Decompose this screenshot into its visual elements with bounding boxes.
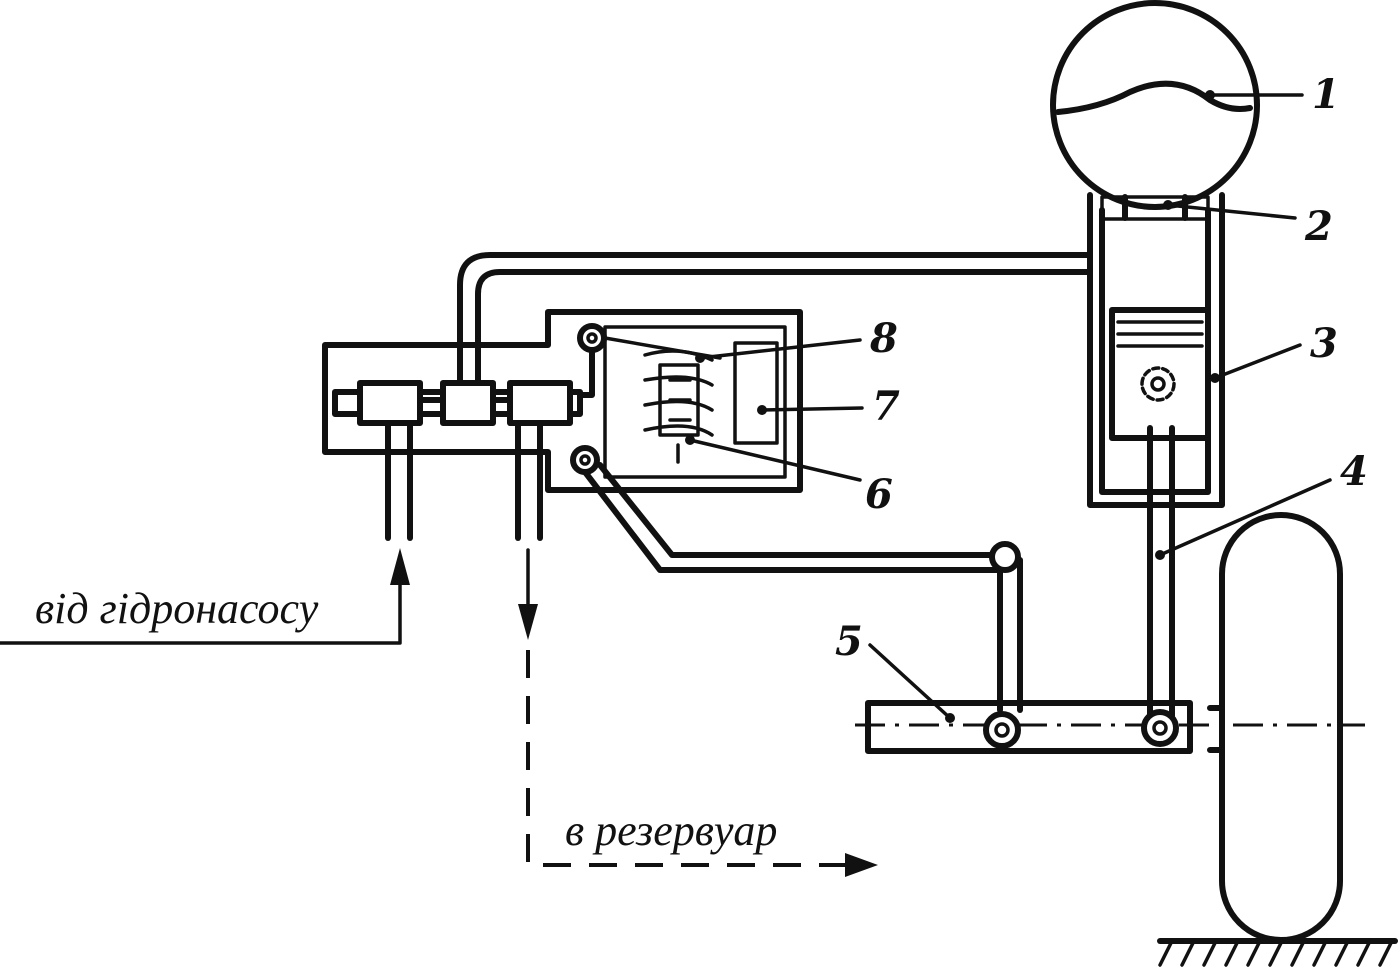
- control-valve-body: [322, 309, 803, 541]
- label-3: 3: [1310, 320, 1338, 367]
- label-7: 7: [872, 383, 900, 430]
- label-4: 4: [1340, 448, 1368, 495]
- caption-from-pump: від гідронасосу: [35, 584, 319, 633]
- gas-sphere: [1050, 0, 1260, 210]
- leader-lines: [685, 90, 1332, 723]
- linkage: [582, 462, 1023, 713]
- piston-rod: [1147, 425, 1175, 728]
- hydraulic-cylinder: [1087, 192, 1225, 508]
- label-5: 5: [835, 618, 863, 665]
- label-2: 2: [1304, 203, 1333, 250]
- inlet-arrow: [0, 548, 410, 645]
- damper-chamber: [570, 323, 787, 479]
- caption-to-reservoir: в резервуар: [565, 806, 777, 855]
- label-8: 8: [869, 315, 898, 362]
- label-6: 6: [865, 471, 893, 518]
- wheel: [1219, 512, 1343, 943]
- lower-arm: [855, 700, 1365, 754]
- ground-hatching: [1157, 938, 1398, 967]
- pressure-pipe: [457, 252, 1093, 386]
- label-1: 1: [1312, 71, 1340, 118]
- return-arrow: [518, 548, 878, 877]
